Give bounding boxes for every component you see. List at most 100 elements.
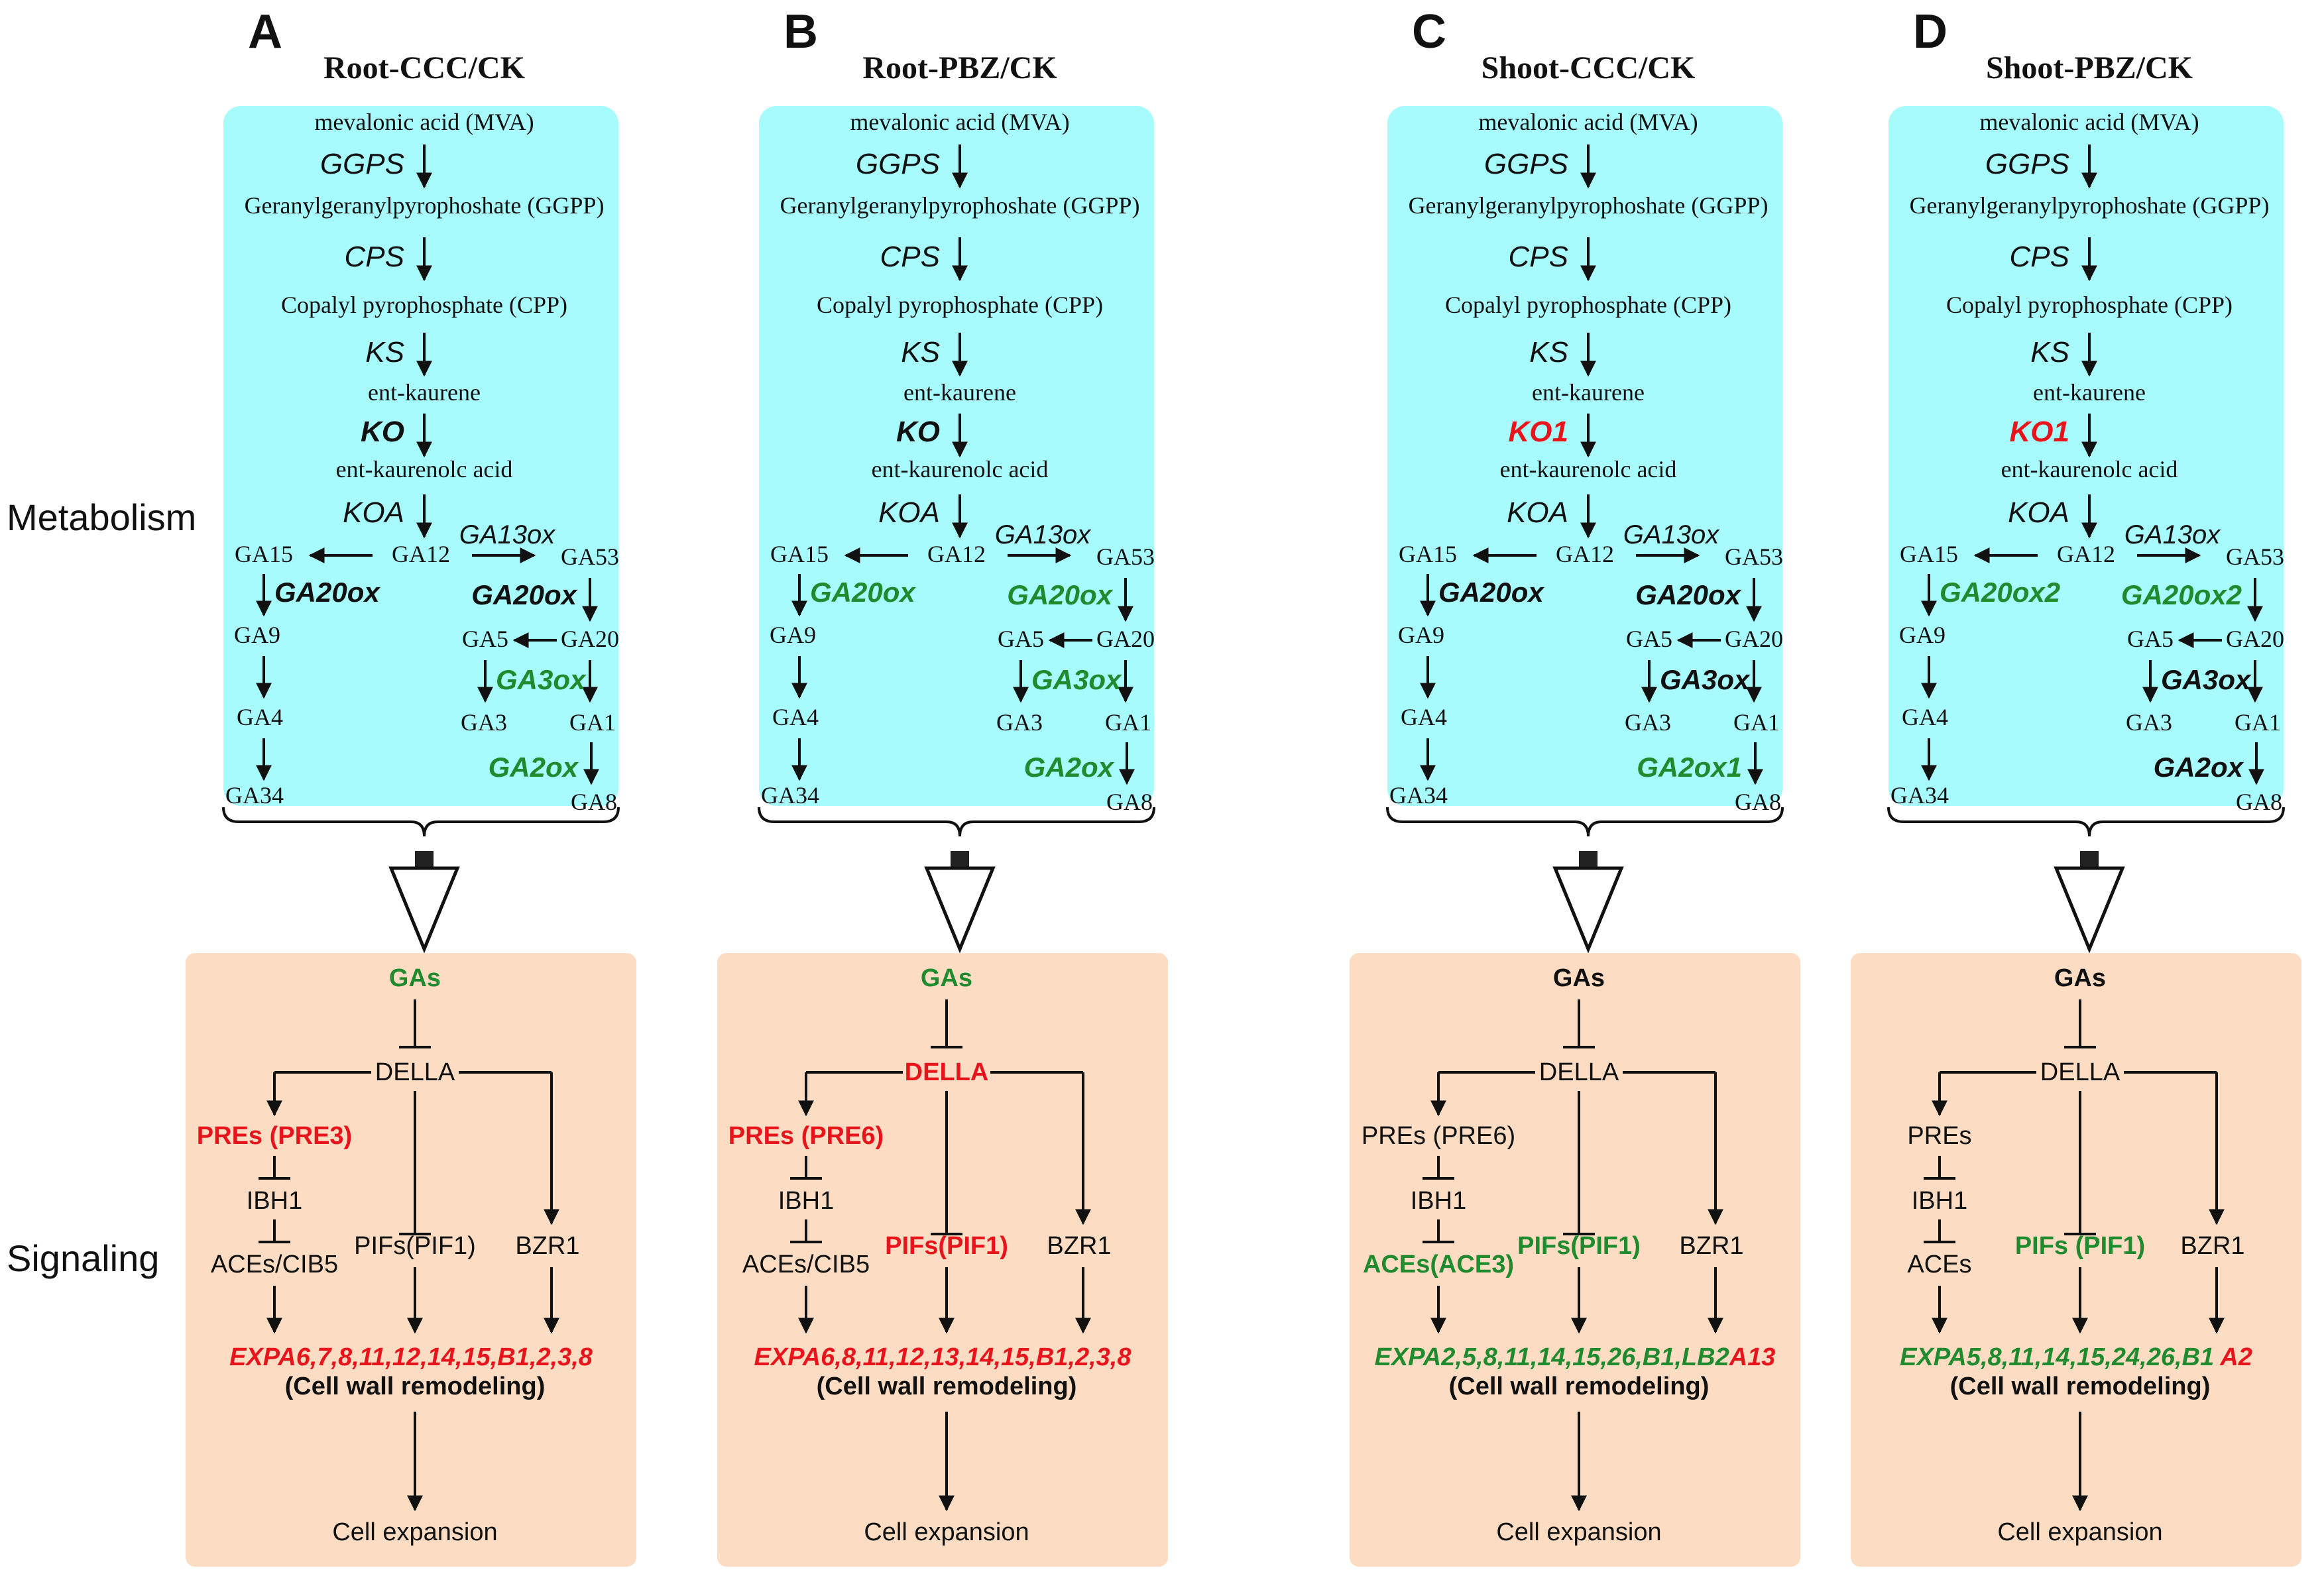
ks-enzyme: KS — [2030, 336, 2069, 368]
mva-label: mevalonic acid (MVA) — [1478, 109, 1698, 135]
kaurene-label: ent-kaurene — [1532, 379, 1645, 406]
mva-label: mevalonic acid (MVA) — [314, 109, 534, 135]
ibh1-label: IBH1 — [1912, 1187, 1967, 1215]
cell-wall-remodeling: (Cell wall remodeling) — [1950, 1373, 2211, 1400]
ga20ox-right-enzyme: GA20ox — [471, 579, 577, 610]
cell-wall-remodeling: (Cell wall remodeling) — [817, 1373, 1077, 1400]
cell-expansion: Cell expansion — [332, 1518, 497, 1546]
ga34-label: GA34 — [1389, 782, 1448, 809]
mva-label: mevalonic acid (MVA) — [1979, 109, 2199, 135]
inhibit-gas-della — [2064, 999, 2096, 1048]
pifs-label: PIFs(PIF1) — [354, 1232, 476, 1260]
ga8-label: GA8 — [2236, 789, 2282, 815]
inhibit-pres-ibh1 — [259, 1156, 290, 1180]
ga53-label: GA53 — [1096, 543, 1155, 570]
koa-enzyme: KOA — [343, 496, 404, 529]
big-arrow-head — [2054, 866, 2125, 954]
panel-letter: D — [1913, 5, 1947, 58]
ko-enzyme: KO1 — [1509, 416, 1568, 448]
cpp-label: Copalyl pyrophosphate (CPP) — [817, 292, 1103, 318]
bzr1-label: BZR1 — [1679, 1232, 1743, 1260]
bzr1-label: BZR1 — [1047, 1232, 1111, 1260]
della-label: DELLA — [2040, 1058, 2121, 1086]
ga9-label: GA9 — [770, 622, 816, 648]
ga8-label: GA8 — [571, 789, 617, 815]
ga4-label: GA4 — [237, 704, 283, 730]
pres-label: PREs (PRE6) — [728, 1122, 884, 1150]
ga5-label: GA5 — [998, 626, 1044, 652]
cell-wall-remodeling: (Cell wall remodeling) — [285, 1373, 546, 1400]
kaurene-label: ent-kaurene — [368, 379, 481, 406]
gas-label: GAs — [1553, 964, 1605, 992]
cell-expansion: Cell expansion — [1496, 1518, 1661, 1546]
cpp-label: Copalyl pyrophosphate (CPP) — [1946, 292, 2233, 318]
signaling-box — [186, 953, 636, 1567]
inhibit-gas-della — [1563, 999, 1595, 1048]
panel-title: Shoot-PBZ/CK — [1986, 50, 2193, 85]
ga20ox-left-enzyme: GA20ox2 — [1940, 577, 2060, 608]
inhibit-gas-della — [399, 999, 431, 1048]
ga3ox-right-enzyme: GA3ox — [1031, 664, 1122, 695]
ga13ox-enzyme: GA13ox — [459, 520, 557, 549]
kaurenoic-label: ent-kaurenolc acid — [1500, 456, 1677, 482]
ga3-label: GA3 — [1625, 709, 1671, 736]
ga1-label: GA1 — [2235, 709, 2281, 736]
ggps-enzyme: GGPS — [1985, 148, 2069, 180]
ga12-label: GA12 — [1556, 541, 1614, 567]
ga3ox-right-enzyme: GA3ox — [1660, 664, 1751, 695]
ga53-label: GA53 — [2226, 543, 2284, 570]
ga15-label: GA15 — [235, 541, 293, 567]
ga5-label: GA5 — [462, 626, 508, 652]
ggpp-label: Geranylgeranylpyrophoshate (GGPP) — [780, 192, 1140, 219]
inhibit-della-pifs — [2064, 1091, 2096, 1235]
ga12-label: GA12 — [392, 541, 450, 567]
koa-enzyme: KOA — [878, 496, 940, 529]
ga8-label: GA8 — [1735, 789, 1781, 815]
inhibit-ibh1-aces — [259, 1219, 290, 1243]
ga2ox-right-enzyme: GA2ox1 — [1637, 752, 1742, 783]
ks-enzyme: KS — [1529, 336, 1568, 368]
cell-expansion: Cell expansion — [864, 1518, 1029, 1546]
ga34-label: GA34 — [225, 782, 284, 809]
cps-enzyme: CPS — [1509, 241, 1568, 273]
ggps-enzyme: GGPS — [856, 148, 940, 180]
ga2ox-right-enzyme: GA2ox — [1024, 752, 1115, 783]
ibh1-label: IBH1 — [1411, 1187, 1466, 1215]
ga15-label: GA15 — [1900, 541, 1958, 567]
row-label-signaling: Signaling — [7, 1237, 159, 1279]
ko-enzyme: KO — [361, 416, 404, 448]
ga12-label: GA12 — [2057, 541, 2115, 567]
ga3ox-right-enzyme: GA3ox — [2161, 664, 2252, 695]
cell-expansion: Cell expansion — [1997, 1518, 2162, 1546]
ga20-label: GA20 — [2226, 626, 2284, 652]
ibh1-label: IBH1 — [247, 1187, 302, 1215]
ga12-label: GA12 — [927, 541, 986, 567]
gas-label: GAs — [921, 964, 972, 992]
ga4-label: GA4 — [772, 704, 819, 730]
ga15-label: GA15 — [1399, 541, 1457, 567]
brace — [758, 807, 1155, 837]
mva-label: mevalonic acid (MVA) — [850, 109, 1069, 135]
cpp-label: Copalyl pyrophosphate (CPP) — [281, 292, 567, 318]
ga15-label: GA15 — [770, 541, 829, 567]
inhibit-pres-ibh1 — [1924, 1156, 1955, 1180]
expa-segment: EXPA2,5,8,11,14,15,26,B1,LB2 — [1375, 1343, 1729, 1371]
ga5-label: GA5 — [2127, 626, 2174, 652]
inhibit-della-pifs — [931, 1091, 962, 1235]
ga20ox-right-enzyme: GA20ox — [1635, 579, 1741, 610]
expa-segment: A13 — [1729, 1343, 1776, 1371]
ks-enzyme: KS — [901, 336, 940, 368]
ga3-label: GA3 — [461, 709, 507, 736]
ga34-label: GA34 — [1890, 782, 1949, 809]
ga20ox-left-enzyme: GA20ox — [274, 577, 380, 608]
ga20-label: GA20 — [1096, 626, 1155, 652]
ga9-label: GA9 — [1398, 622, 1444, 648]
ga4-label: GA4 — [1401, 704, 1447, 730]
ks-enzyme: KS — [365, 336, 404, 368]
